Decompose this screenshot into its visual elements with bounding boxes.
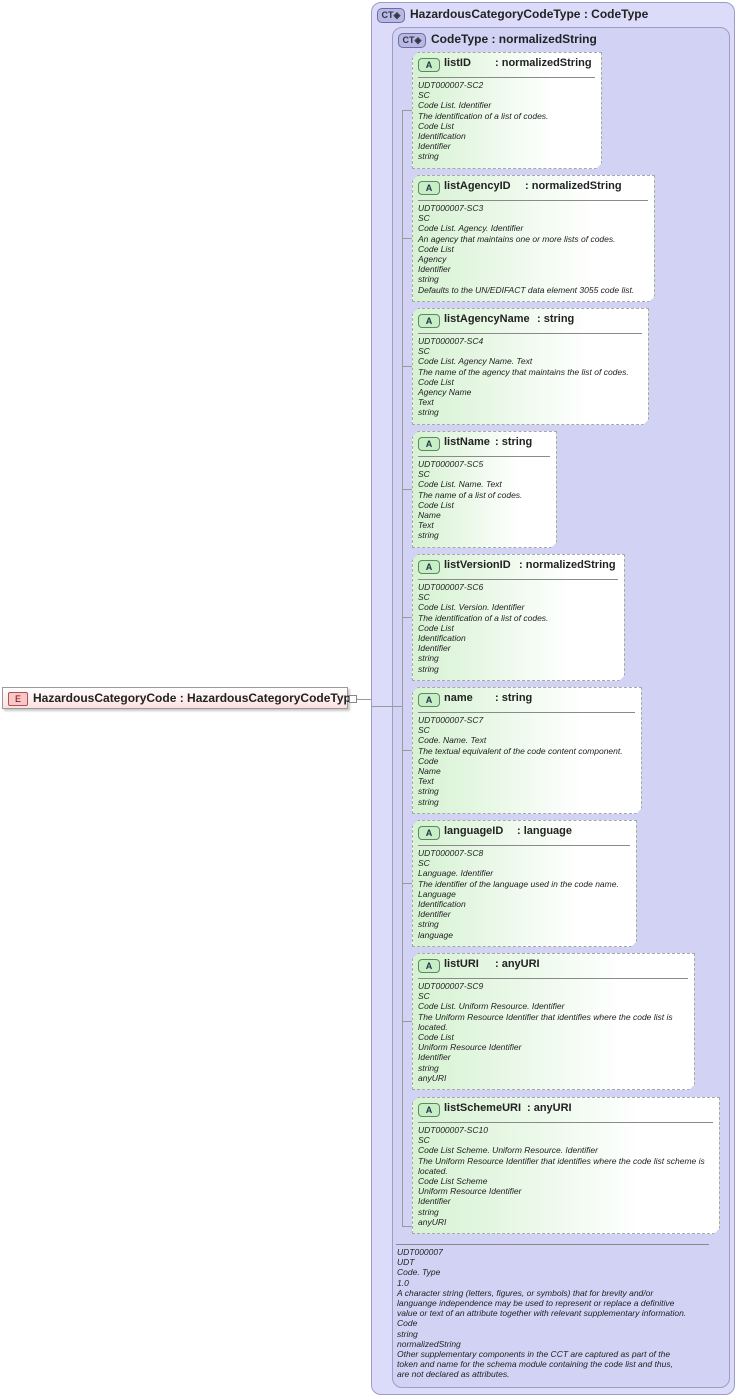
inner-type-doc-separator (396, 1244, 709, 1245)
attribute-name: listID (444, 57, 471, 69)
attribute-badge: A (418, 959, 440, 973)
attribute-name: languageID (444, 825, 504, 837)
attribute-connector (402, 110, 403, 1227)
element-badge: E (8, 692, 28, 706)
connector-line (371, 706, 402, 707)
attribute-type: : normalizedString (495, 57, 592, 69)
complex-type-title: HazardousCategoryCodeType : CodeType (410, 7, 648, 21)
element-title: HazardousCategoryCode : HazardousCategor… (33, 691, 358, 705)
attribute-badge: A (418, 826, 440, 840)
attribute-type: : anyURI (527, 1102, 572, 1114)
complex-type-badge: CT◈ (377, 8, 405, 23)
complex-type-badge-label: CT (381, 10, 394, 20)
attribute-type: : anyURI (495, 958, 540, 970)
complex-type-base: CodeType (591, 7, 649, 21)
inner-type-sep: : (488, 32, 499, 46)
attribute-type: : string (537, 313, 575, 325)
attribute-listVersionID[interactable]: A listVersionID : normalizedString UDT00… (412, 554, 625, 681)
attribute-badge: A (418, 437, 440, 451)
attribute-badge: A (418, 58, 440, 72)
complex-type-sep: : (580, 7, 592, 21)
element-node[interactable]: E HazardousCategoryCode : HazardousCateg… (2, 687, 358, 709)
attribute-badge: A (418, 1103, 440, 1117)
attribute-type: : language (517, 825, 573, 837)
attribute-type: : normalizedString (519, 559, 616, 571)
attribute-listAgencyID[interactable]: A listAgencyID : normalizedString UDT000… (412, 175, 655, 302)
attribute-type: : normalizedString (525, 180, 622, 192)
inner-type-name: CodeType (431, 32, 489, 46)
attribute-listID[interactable]: A listID : normalizedString UDT000007-SC… (412, 52, 602, 169)
attribute-name: name (444, 692, 473, 704)
attribute-name: listName (444, 436, 490, 448)
attribute-type: : string (495, 692, 533, 704)
inner-type-badge: CT◈ (398, 33, 426, 48)
element-sep: : (176, 691, 188, 705)
element-name: HazardousCategoryCode (33, 691, 177, 705)
attribute-badge: A (418, 314, 440, 328)
inner-type-badge-label: CT (402, 35, 415, 45)
attribute-badge: A (418, 693, 440, 707)
attribute-badge: A (418, 181, 440, 195)
connector-line (357, 699, 371, 700)
attribute-badge: A (418, 560, 440, 574)
attribute-name: listURI (444, 958, 479, 970)
attribute-name: listAgencyName (444, 313, 530, 325)
attribute-type: : string (495, 436, 533, 448)
inner-type-title: CodeType : normalizedString (431, 32, 597, 46)
complex-type-name: HazardousCategoryCodeType (410, 7, 581, 21)
collapse-toggle[interactable] (349, 695, 357, 703)
inner-type-base: normalizedString (498, 32, 597, 46)
attribute-name: listVersionID (444, 559, 511, 571)
attribute-name: listSchemeURI (444, 1102, 522, 1114)
attribute-name: listAgencyID (444, 180, 511, 192)
element-type: HazardousCategoryCodeType (187, 691, 358, 705)
